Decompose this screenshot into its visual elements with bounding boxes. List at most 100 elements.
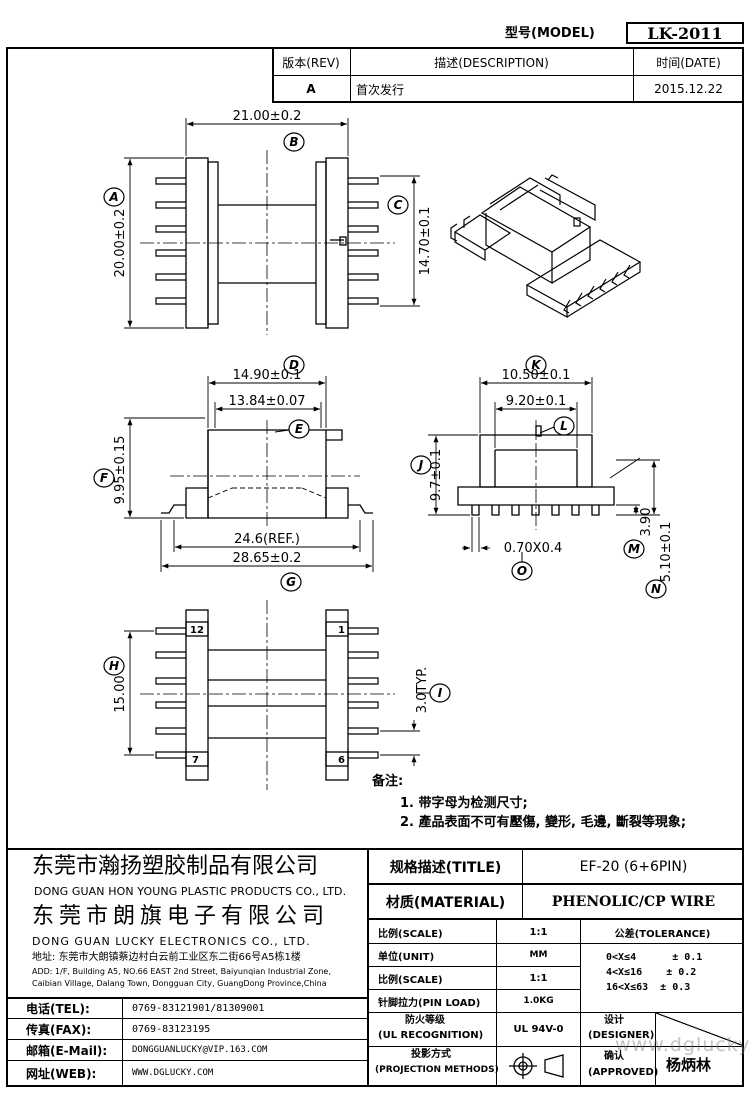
spec-hline-2: [369, 966, 581, 967]
contact-hline1: [6, 1018, 369, 1019]
designer-label-2: (DESIGNER): [588, 1030, 655, 1041]
pin-12-label: 12: [190, 625, 204, 636]
spec-vline-2: [580, 920, 581, 1087]
watermark: www.dglucky.com: [615, 1034, 750, 1056]
pin-7-label: 7: [192, 755, 199, 766]
label-h: H: [109, 659, 119, 673]
dim-l-text: 9.20±0.1: [506, 394, 567, 409]
dim-o-text: 0.70X0.4: [504, 541, 563, 556]
approved-label-1: 确认: [604, 1051, 624, 1062]
dim-g-text: 28.65±0.2: [233, 551, 302, 566]
web-label: 网址(WEB):: [26, 1066, 97, 1081]
front-view-dimensions: [124, 376, 374, 572]
label-m: M: [628, 542, 640, 556]
title-value: EF-20 (6+6PIN): [579, 858, 688, 875]
company-address-en1: ADD: 1/F, Building A5, NO.66 EAST 2nd St…: [32, 967, 331, 976]
designer-slash: [656, 1013, 744, 1046]
approved-label-2: (APPROVED): [588, 1067, 659, 1078]
tolerance-2: 4<X≤16 ± 0.2: [606, 967, 697, 978]
spec-vline-1: [496, 920, 497, 1087]
scale2-value: 1:1: [529, 972, 548, 984]
material-value: PHENOLIC/CP WIRE: [551, 893, 716, 910]
side-view-outline: [457, 425, 615, 516]
company-name1-cn: 东莞市瀚扬塑胶制品有限公司: [32, 854, 319, 879]
label-j: J: [417, 458, 424, 472]
side-view-dimensions: [428, 377, 660, 552]
dim-k-text: 10.50±0.1: [502, 368, 571, 383]
dim-f-text: 9.95±0.15: [113, 436, 128, 505]
dim-b-text: 21.00±0.2: [233, 109, 302, 124]
drawing-frame-top: [6, 47, 274, 49]
contact-hline3: [6, 1060, 369, 1061]
label-f: F: [100, 471, 109, 485]
top-view-centerlines: [140, 150, 395, 335]
dim-j-text: 9.7±0.1: [429, 449, 444, 501]
front-view-centerlines: [170, 420, 360, 528]
proj-label-2: (PROJECTION METHODS): [375, 1065, 499, 1075]
dim-e-text: 13.84±0.07: [228, 394, 305, 409]
proj-label-1: 投影方式: [411, 1049, 451, 1060]
rev-value: A: [306, 82, 316, 96]
designer-label-1: 设计: [604, 1015, 624, 1026]
desc-label: 描述(DESCRIPTION): [434, 55, 549, 70]
isometric-view: [450, 174, 642, 319]
rev-table-vline1: [350, 47, 351, 103]
label-e: E: [295, 422, 304, 436]
company-address-cn: 地址: 东莞市大朗镇蔡边村白云前工业区东二街66号A5栋1楼: [32, 952, 301, 963]
bottom-view-dimensions: [124, 630, 420, 766]
pin-1-label: 1: [338, 625, 345, 636]
label-a: A: [108, 190, 118, 204]
dim-m-text: 3.90: [639, 508, 654, 537]
label-n: N: [651, 582, 661, 596]
email-label: 邮箱(E-Mail):: [26, 1043, 108, 1058]
pinload-label: 针脚拉力(PIN LOAD): [378, 997, 481, 1009]
label-o: O: [517, 564, 527, 578]
date-value: 2015.12.22: [654, 82, 723, 96]
rev-label: 版本(REV): [282, 55, 340, 70]
tolerance-3: 16<X≤63 ± 0.3: [606, 982, 691, 993]
dim-h-text: 15.00: [113, 675, 128, 712]
desc-value: 首次发行: [356, 82, 405, 97]
tolerance-1: 0<X≤4 ± 0.1: [606, 952, 703, 963]
tel-value: 0769-83121901/81309001: [132, 1003, 265, 1014]
fax-label: 传真(FAX):: [26, 1022, 92, 1037]
company-name2-en: DONG GUAN LUCKY ELECTRONICS CO., LTD.: [32, 935, 311, 948]
spec-vline-3: [655, 1012, 656, 1087]
material-label: 材质(MATERIAL): [385, 894, 506, 911]
unit-label: 单位(UNIT): [378, 951, 435, 963]
note-2: 2. 產品表面不可有壓傷, 變形, 毛邊, 斷裂等現象;: [400, 815, 687, 830]
company-name2-cn: 东莞市朗旗电子有限公司: [32, 904, 330, 929]
note-1: 1. 带字母为检测尺寸;: [400, 796, 528, 811]
scale-label: 比例(SCALE): [378, 928, 443, 940]
email-value: DONGGUANLUCKY@VIP.163.COM: [132, 1045, 268, 1055]
top-view-dimensions: [124, 118, 420, 329]
dim-n-text: 5.10±0.1: [659, 522, 674, 583]
label-k: K: [531, 358, 542, 372]
company-box: [6, 848, 369, 997]
pin-6-label: 6: [338, 755, 345, 766]
dim-c-text: 14.70±0.1: [418, 207, 433, 276]
fax-value: 0769-83123195: [132, 1023, 211, 1035]
label-rings: [93, 132, 667, 703]
label-c: C: [394, 198, 403, 212]
label-d: D: [289, 358, 299, 372]
company-name1-en: DONG GUAN HON YOUNG PLASTIC PRODUCTS CO.…: [34, 885, 347, 898]
model-box: [626, 22, 744, 44]
scale-value: 1:1: [529, 926, 548, 938]
dim-i-text: 3.0TYP.: [415, 667, 430, 714]
company-address-en2: Caibian Village, Dalang Town, Dongguan C…: [32, 979, 327, 988]
spec-hline-5: [369, 1046, 744, 1047]
unit-value: MM: [529, 950, 548, 960]
pinload-value: 1.0KG: [523, 996, 554, 1006]
spec-hline-material: [369, 918, 744, 920]
bottom-view-pins: [155, 627, 379, 759]
tolerance-label: 公差(TOLERANCE): [614, 928, 711, 940]
dim-d-text: 14.90±0.1: [233, 368, 302, 383]
contact-hline2: [6, 1039, 369, 1040]
technical-drawing: B A C D E F G K L J M N O H I 21.00±0.2 …: [93, 109, 674, 790]
model-label: 型号(MODEL): [505, 26, 595, 41]
spec-hline-title: [369, 883, 744, 885]
approved-value: 杨炳林: [666, 1056, 712, 1074]
label-b: B: [289, 135, 298, 149]
leaders: [274, 426, 555, 694]
